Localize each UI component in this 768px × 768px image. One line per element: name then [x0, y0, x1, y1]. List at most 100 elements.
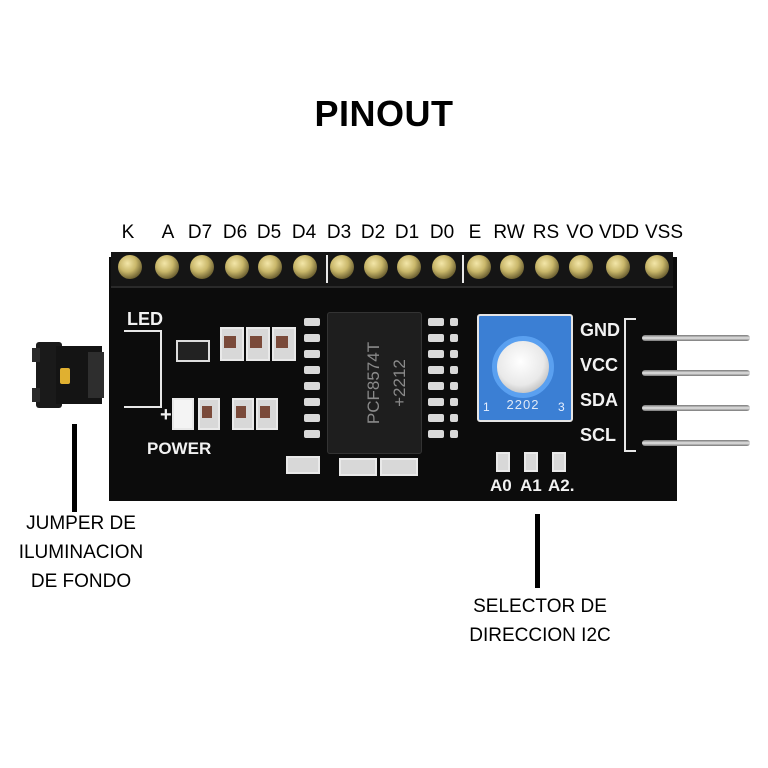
header-pin: [118, 255, 142, 279]
header-pin: [258, 255, 282, 279]
jumper-callout-line: [72, 424, 77, 512]
pad-dot: [450, 430, 458, 438]
chip-pin: [304, 334, 320, 342]
backlight-jumper[interactable]: [32, 342, 106, 408]
plus-sign: +: [160, 404, 172, 426]
pin-label-rs: RS: [532, 222, 560, 243]
pin-label-vo: VO: [566, 222, 594, 243]
chip-date-code: +2212: [389, 359, 409, 407]
smd-capacitor: [339, 458, 377, 476]
resistor-body: [260, 406, 270, 418]
chip-marking-2: +2212: [352, 312, 447, 454]
resistor-body: [250, 336, 262, 348]
chip-pin: [428, 430, 444, 438]
pin-label-d2: D2: [360, 222, 386, 243]
header-pin: [500, 255, 524, 279]
led-label: LED: [127, 309, 163, 329]
pin-label-k: K: [121, 222, 135, 243]
pin-label-rw: RW: [493, 222, 525, 243]
jumper-annotation-line-3: DE FONDO: [30, 571, 132, 592]
chip-pin: [428, 350, 444, 358]
chip-pin: [304, 430, 320, 438]
pin-label-d7: D7: [187, 222, 213, 243]
chip-pin: [428, 414, 444, 422]
smd-capacitor: [380, 458, 418, 476]
selector-annotation: SELECTOR DE DIRECCION I2C: [450, 592, 630, 650]
resistor-body: [236, 406, 246, 418]
selector-callout-line: [535, 514, 540, 588]
resistor-body: [276, 336, 288, 348]
potentiometer-knob[interactable]: [492, 336, 554, 398]
chip-pin: [304, 398, 320, 406]
chip-pin: [428, 334, 444, 342]
pin-label-vss: VSS: [644, 222, 684, 243]
smd-capacitor: [286, 456, 320, 474]
chip-pin: [304, 366, 320, 374]
pin-label-d0: D0: [429, 222, 455, 243]
header-pin: [535, 255, 559, 279]
address-label-a1: A1: [520, 476, 542, 495]
i2c-pin-vcc: [642, 370, 750, 376]
header-divider: [326, 255, 328, 283]
header-pin: [606, 255, 630, 279]
pad-dot: [450, 318, 458, 326]
pin-label-vdd: VDD: [598, 222, 640, 243]
pin-label-d1: D1: [394, 222, 420, 243]
chip-pin: [304, 414, 320, 422]
pin-label-d3: D3: [326, 222, 352, 243]
chip-pin: [428, 318, 444, 326]
i2c-label-sda: SDA: [580, 390, 619, 410]
pad-dot: [450, 334, 458, 342]
header-pin: [397, 255, 421, 279]
pad-dot: [450, 414, 458, 422]
header-pin: [432, 255, 456, 279]
address-pad-a1[interactable]: [524, 452, 538, 472]
jumper-annotation-line-2: ILUMINACION: [18, 542, 144, 563]
pad-dot: [450, 366, 458, 374]
i2c-label-vcc: VCC: [580, 355, 619, 375]
jumper-annotation-line-1: JUMPER DE: [26, 513, 136, 534]
pad-dot: [450, 398, 458, 406]
pot-pin1-label: 1: [483, 400, 490, 414]
chip-pin: [304, 382, 320, 390]
pot-code: 2202: [506, 397, 540, 412]
header-pin: [330, 255, 354, 279]
chip-pin: [304, 350, 320, 358]
i2c-pin-scl: [642, 440, 750, 446]
led-jumper-outline: [124, 330, 162, 408]
power-led: [172, 398, 194, 430]
header-pin: [467, 255, 491, 279]
chip-pin: [428, 366, 444, 374]
address-pad-a0[interactable]: [496, 452, 510, 472]
header-pin: [225, 255, 249, 279]
pot-pin3-label: 3: [558, 400, 565, 414]
chip-pin: [428, 398, 444, 406]
i2c-pin-gnd: [642, 335, 750, 341]
header-pin: [155, 255, 179, 279]
pcf8574t-chip: [327, 312, 422, 454]
header-pin: [364, 255, 388, 279]
address-label-a2: A2.: [548, 476, 575, 495]
selector-annotation-line-2: DIRECCION I2C: [469, 625, 611, 646]
pin-label-d4: D4: [291, 222, 317, 243]
i2c-label-scl: SCL: [580, 425, 616, 445]
resistor-body: [202, 406, 212, 418]
header-pin: [190, 255, 214, 279]
resistor-body: [224, 336, 236, 348]
pin-label-d5: D5: [256, 222, 282, 243]
power-label: POWER: [147, 439, 212, 458]
pin-label-e: E: [468, 222, 482, 243]
page-title: PINOUT: [314, 93, 454, 134]
pin-label-d6: D6: [222, 222, 248, 243]
transistor: [176, 340, 210, 362]
pad-dot: [450, 350, 458, 358]
address-pad-a2[interactable]: [552, 452, 566, 472]
jumper-annotation: JUMPER DE ILUMINACION DE FONDO: [6, 509, 156, 596]
header-pin: [645, 255, 669, 279]
chip-pin: [304, 318, 320, 326]
header-pin: [569, 255, 593, 279]
header-divider: [462, 255, 464, 283]
chip-pin: [428, 382, 444, 390]
pad-dot: [450, 382, 458, 390]
i2c-label-gnd: GND: [580, 320, 620, 340]
